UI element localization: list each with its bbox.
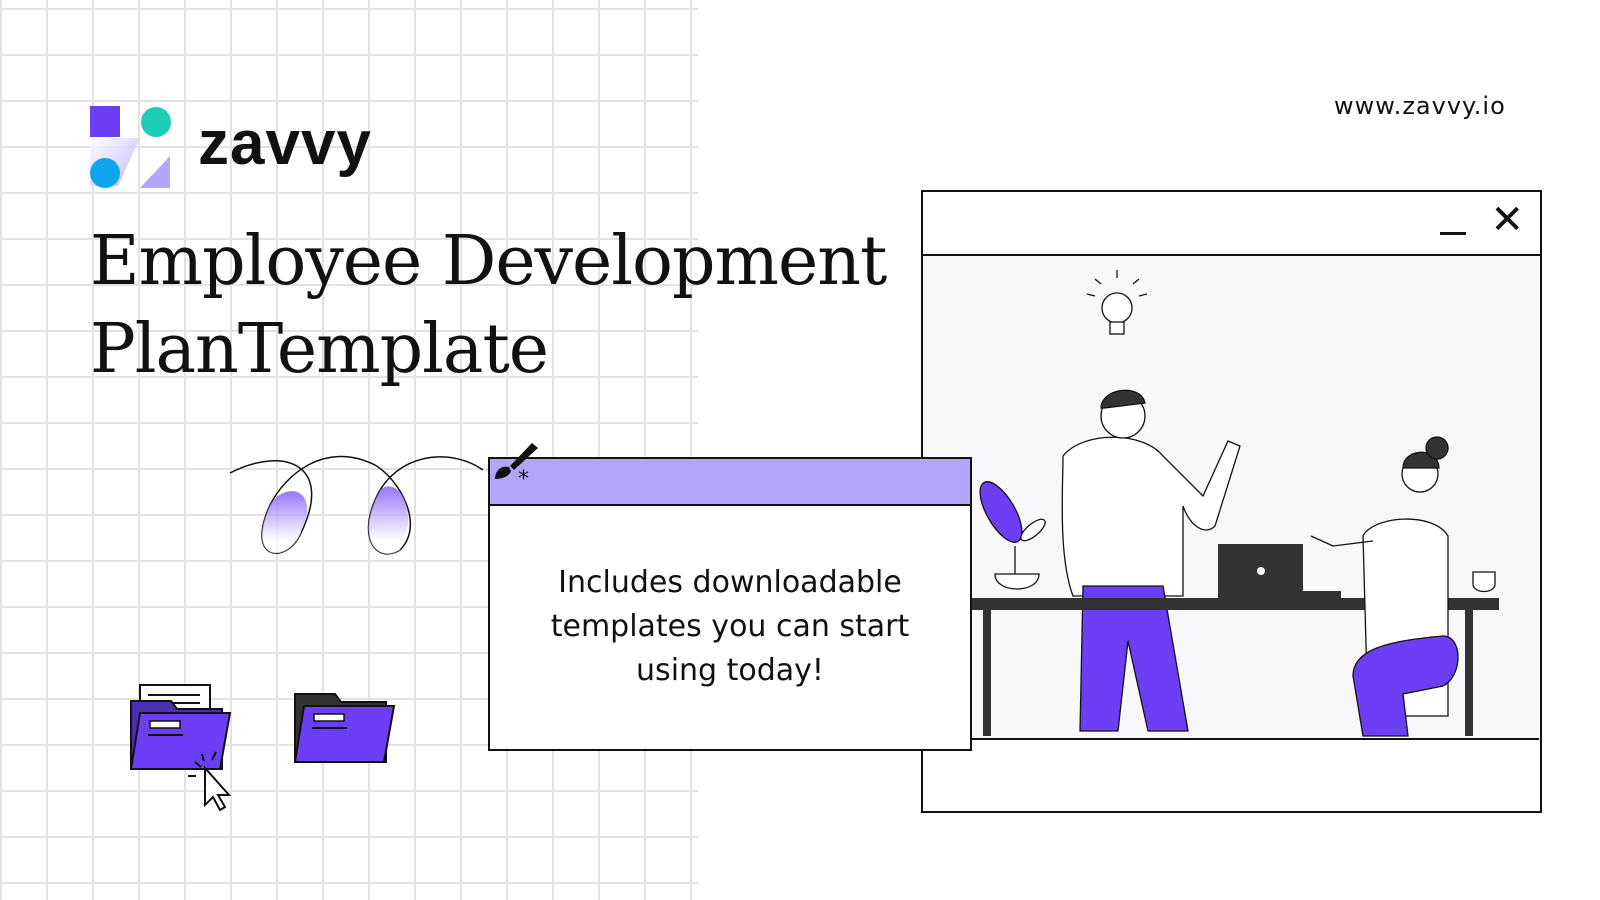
cursor-icon bbox=[188, 751, 232, 812]
brand-name: zavvy bbox=[198, 109, 372, 178]
illustration-window: ✕ bbox=[921, 190, 1542, 813]
dialog-message: Includes downloadable templates you can … bbox=[490, 561, 970, 693]
zavvy-logo-mark bbox=[90, 106, 171, 188]
folder-icon[interactable] bbox=[128, 683, 238, 813]
seated-woman bbox=[1310, 436, 1459, 737]
folder-icon[interactable] bbox=[292, 690, 397, 775]
page-title: Employee Development PlanTemplate bbox=[90, 218, 887, 394]
dialog-title-bar bbox=[490, 459, 970, 506]
info-dialog: Includes downloadable templates you can … bbox=[488, 457, 972, 751]
window-title-bar: ✕ bbox=[923, 192, 1540, 256]
title-line-2: PlanTemplate bbox=[90, 310, 549, 389]
lightbulb-icon bbox=[1086, 270, 1148, 335]
message-line: templates you can start bbox=[550, 609, 910, 644]
title-line-1: Employee Development bbox=[90, 222, 887, 301]
coffee-cup bbox=[1472, 571, 1496, 593]
minimize-icon[interactable] bbox=[1440, 232, 1466, 235]
plant bbox=[979, 481, 1046, 590]
loop-doodle bbox=[229, 455, 484, 555]
office-illustration bbox=[923, 256, 1539, 740]
standing-man bbox=[1061, 389, 1241, 732]
paintbrush-icon: * bbox=[495, 443, 538, 490]
message-line: using today! bbox=[636, 653, 824, 688]
laptop-icon bbox=[1218, 544, 1341, 599]
website-link[interactable]: www.zavvy.io bbox=[1334, 92, 1506, 120]
svg-text:*: * bbox=[518, 467, 529, 490]
message-line: Includes downloadable bbox=[558, 565, 902, 600]
close-icon[interactable]: ✕ bbox=[1490, 197, 1524, 243]
